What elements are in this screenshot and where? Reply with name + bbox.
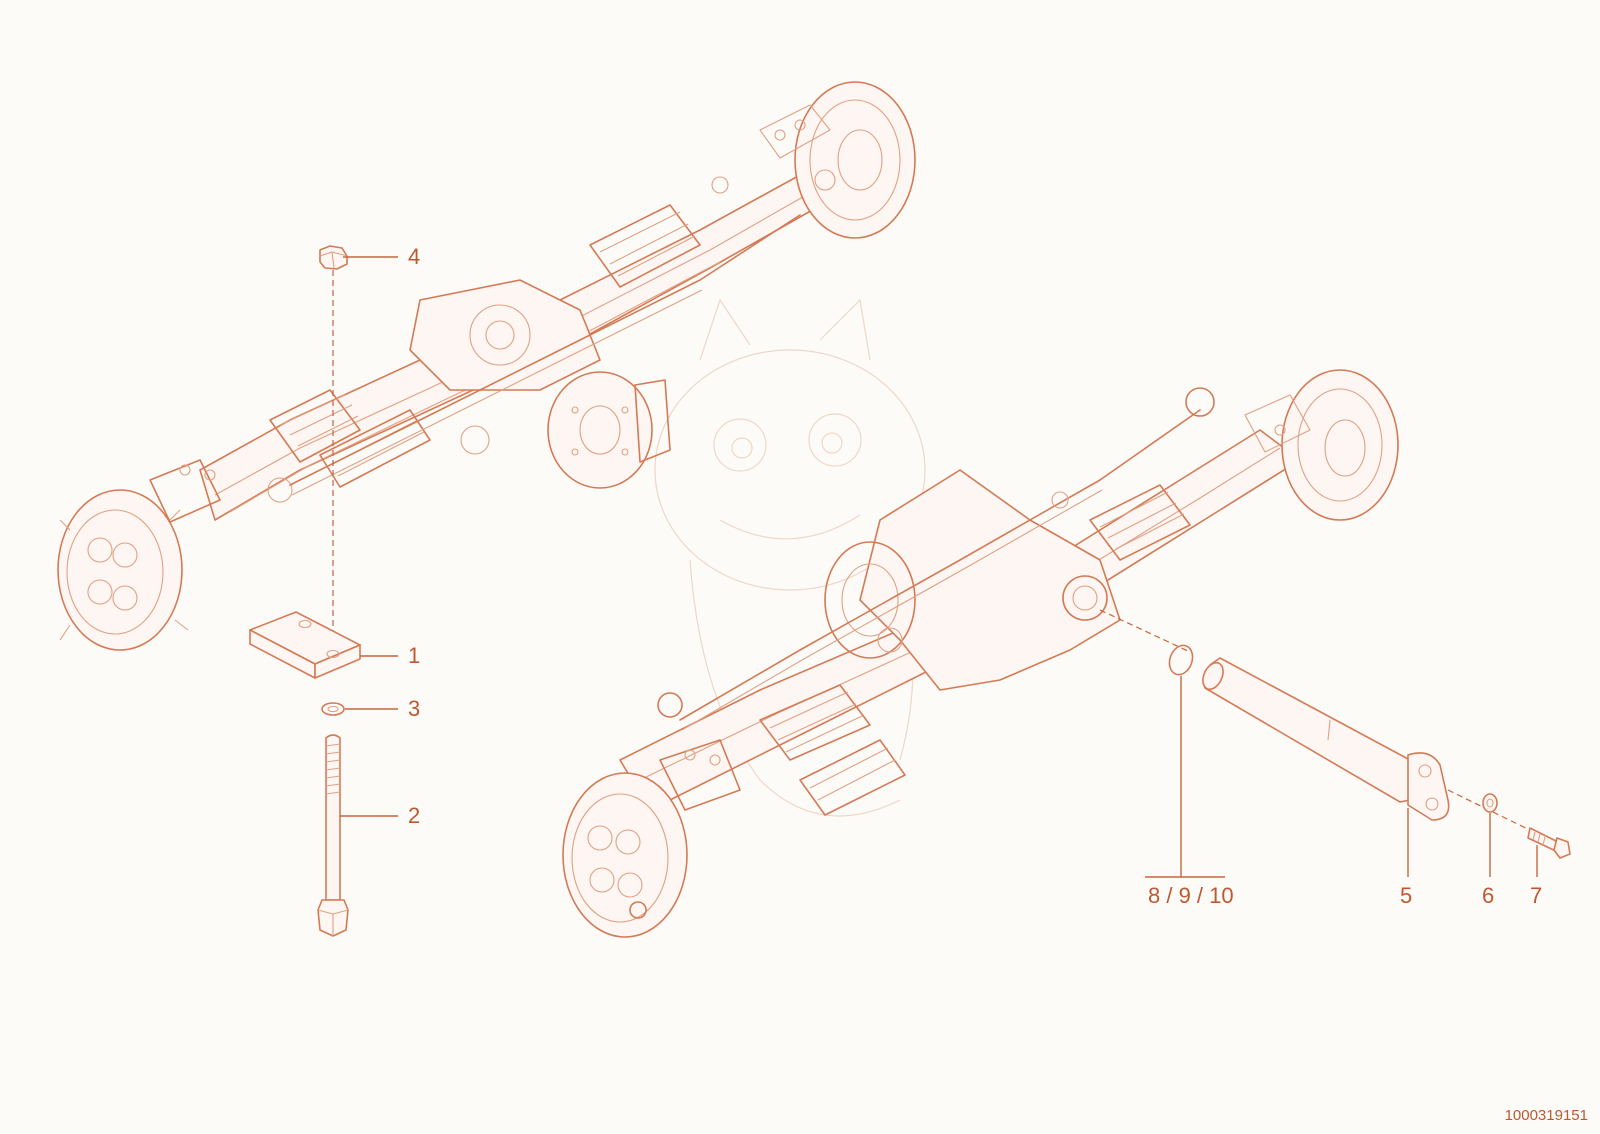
- callout-5: 5: [1400, 883, 1412, 908]
- pin-centerline: [1099, 609, 1191, 653]
- mounting-plate-part: [249, 611, 361, 679]
- lower-axle-assembly: [562, 369, 1399, 938]
- callout-7: 7: [1530, 883, 1542, 908]
- callout-3: 3: [408, 696, 420, 721]
- hex-nut-part: [319, 245, 348, 270]
- pivot-pin-part: [1202, 657, 1450, 821]
- long-bolt-part: [317, 734, 349, 937]
- pin-to-bolt-centerline: [1447, 789, 1541, 836]
- callout-6: 6: [1482, 883, 1494, 908]
- upper-axle-assembly: [57, 81, 916, 651]
- spacer-part: [1482, 793, 1498, 813]
- callout-leaders: [340, 256, 1538, 878]
- callout-8-9-10: 8 / 9 / 10: [1148, 883, 1234, 908]
- callout-1: 1: [408, 643, 420, 668]
- o-ring-part: [1168, 644, 1194, 676]
- washer-part: [321, 702, 345, 716]
- callout-2: 2: [408, 803, 420, 828]
- short-bolt-part: [1527, 827, 1571, 859]
- callout-4: 4: [408, 244, 420, 269]
- drawing-number: 1000319151: [1504, 1107, 1588, 1124]
